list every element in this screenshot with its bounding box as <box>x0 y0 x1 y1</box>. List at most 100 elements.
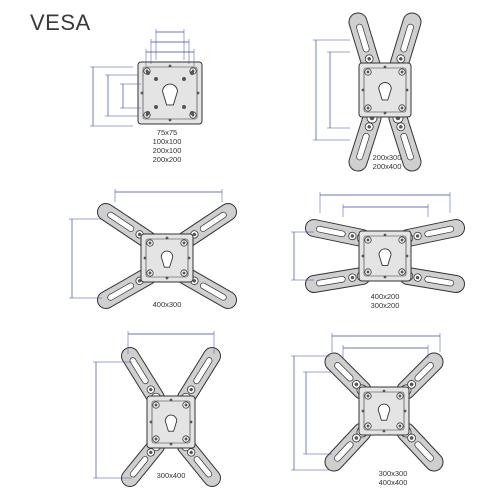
label-d2: 200x300 200x400 <box>360 153 414 171</box>
size-label: 200x300 <box>372 153 402 162</box>
bolt-hole <box>366 424 370 428</box>
pattern-hole <box>190 71 194 75</box>
bolt-hole <box>399 125 403 129</box>
bolt-hole <box>184 437 188 441</box>
bolt-hole <box>148 241 152 245</box>
plate-hole <box>405 254 409 258</box>
bolt-hole <box>137 279 142 283</box>
bolt-hole <box>192 279 197 283</box>
arm-slot <box>424 225 455 238</box>
diagram-75-to-200 <box>90 29 203 127</box>
plate-hole <box>169 442 173 446</box>
arm-slot <box>199 211 227 232</box>
bolt-hole <box>415 275 420 280</box>
arm-slot <box>193 357 213 385</box>
size-label: 400x200 <box>370 292 400 301</box>
arm-slot <box>315 225 346 238</box>
arm-slot <box>316 276 346 287</box>
bolt-hole <box>182 271 186 275</box>
arm-slot <box>414 362 434 382</box>
bolt-hole <box>366 106 370 110</box>
plate-hole <box>382 429 386 433</box>
pattern-hole <box>182 105 186 109</box>
bolt-hole <box>350 275 355 280</box>
diagram-300x400 <box>93 331 222 488</box>
pattern-hole <box>154 105 158 109</box>
bolt-hole <box>149 450 153 455</box>
size-label: 300x300 <box>378 469 408 478</box>
bolt-hole <box>184 403 188 407</box>
keyhole <box>164 414 178 432</box>
bolt-hole <box>415 234 420 238</box>
bolt-hole <box>137 232 142 237</box>
diagram-400x200-300x200 <box>291 192 466 294</box>
plate-hole <box>361 88 365 92</box>
bolt-hole <box>399 57 403 61</box>
pattern-hole <box>146 111 150 115</box>
size-label: 100x100 <box>152 137 182 146</box>
plate-hole <box>196 91 200 95</box>
pattern-hole <box>146 71 150 75</box>
size-label: 200x100 <box>152 146 182 155</box>
arm-slot <box>400 23 414 53</box>
keyhole <box>378 248 392 267</box>
bolt-hole <box>409 382 414 387</box>
bolt-hole <box>154 437 158 441</box>
bolt-hole <box>350 234 355 238</box>
diagram-300x300-400x400 <box>291 333 444 472</box>
bolt-hole <box>366 270 370 274</box>
plate-hole <box>149 420 153 424</box>
bolt-hole <box>366 70 370 74</box>
plate-hole <box>405 88 409 92</box>
keyhole <box>377 403 391 421</box>
size-label: 200x400 <box>372 162 402 171</box>
bolt-hole <box>398 394 402 398</box>
pattern-hole <box>182 77 186 81</box>
bolt-hole <box>367 57 371 61</box>
size-label: 400x300 <box>152 300 182 309</box>
arm-slot <box>129 456 149 478</box>
diagram-200x300-200x400 <box>313 12 422 172</box>
bolt-hole <box>189 387 193 392</box>
size-label: 300x400 <box>156 471 186 480</box>
plate-hole <box>169 398 173 402</box>
size-label: 200x200 <box>152 155 182 164</box>
bolt-hole <box>400 270 404 274</box>
page-title: VESA <box>30 10 91 35</box>
label-d1: 75x75 100x100 200x100 200x200 <box>140 128 194 164</box>
arm-slot <box>424 276 454 287</box>
bolt-hole <box>400 238 404 242</box>
bolt-hole <box>154 403 158 407</box>
bolt-hole <box>189 450 193 455</box>
size-label: 400x400 <box>378 478 408 487</box>
arm-slot <box>400 132 414 161</box>
plate-hole <box>382 389 386 393</box>
bolt-hole <box>398 424 402 428</box>
diagram-400x300 <box>69 189 237 310</box>
arm-slot <box>107 282 135 301</box>
plate-hole <box>168 64 172 68</box>
plate-hole <box>189 420 193 424</box>
arm-slot <box>107 211 135 232</box>
keyhole <box>162 83 178 106</box>
bolt-hole <box>192 232 197 237</box>
bolt-hole <box>409 436 414 440</box>
arm-slot <box>334 441 354 462</box>
bolt-hole <box>182 241 186 245</box>
plate-hole <box>187 256 191 260</box>
plate-hole <box>165 236 169 240</box>
bolt-hole <box>366 394 370 398</box>
plate-hole <box>140 91 144 95</box>
size-label: 300x200 <box>370 301 400 310</box>
bracket-arm <box>348 108 382 172</box>
plate-hole <box>383 275 387 279</box>
keyhole <box>160 250 174 268</box>
arm-slot <box>356 132 370 161</box>
label-d6: 300x300 400x400 <box>366 469 420 487</box>
label-d3: 400x300 <box>140 300 194 309</box>
plate-hole <box>165 276 169 280</box>
bolt-hole <box>354 436 359 440</box>
bolt-hole <box>354 382 359 387</box>
